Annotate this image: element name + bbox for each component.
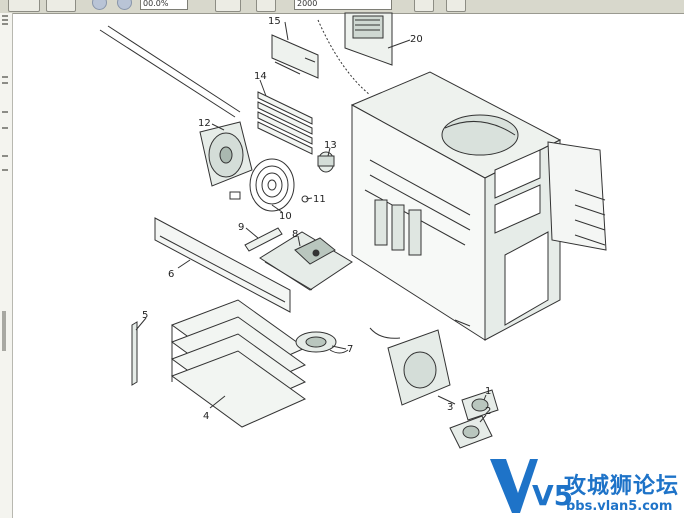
part-2-fan	[449, 415, 493, 449]
page-number-input[interactable]: 2000	[294, 0, 392, 10]
callout-11: 11	[313, 194, 326, 205]
part-4-adapter-cards	[170, 299, 307, 428]
callout-labels: 15 20 14 12 13 11 10 9 8 6 5 7 4 3 1 2	[142, 16, 491, 422]
callout-4: 4	[203, 411, 209, 422]
callout-3: 3	[447, 402, 453, 413]
download-button[interactable]	[256, 0, 276, 12]
part-15-bracket	[271, 34, 319, 79]
part-14-memory-stack	[257, 91, 313, 155]
callout-2: 2	[485, 406, 491, 417]
part-20-board	[344, 12, 393, 66]
drive-cage-door	[547, 141, 607, 251]
callout-9: 9	[238, 222, 244, 233]
callout-10: 10	[279, 211, 292, 222]
callout-5: 5	[142, 310, 148, 321]
callout-20: 20	[410, 34, 423, 45]
callout-12: 12	[198, 118, 211, 129]
toolbar: 00.0% 2000	[0, 0, 684, 14]
callout-14: 14	[254, 71, 267, 82]
part-8-processor-tray	[259, 231, 353, 291]
part-12-fan	[199, 121, 253, 200]
left-sidebar	[0, 13, 13, 518]
print-button[interactable]	[414, 0, 434, 12]
server-chassis	[350, 71, 562, 341]
callout-8: 8	[292, 229, 298, 240]
zoom-in-icon[interactable]	[117, 0, 132, 10]
part-7-fan	[295, 331, 349, 354]
callout-15: 15	[268, 16, 281, 27]
hand-tool-button[interactable]	[8, 0, 40, 12]
watermark: V5 攻城狮论坛 bbs.vlan5.com	[484, 455, 684, 518]
fit-page-button[interactable]	[215, 0, 241, 12]
svg-text:V5: V5	[532, 479, 573, 512]
part-1-fan	[461, 389, 499, 421]
part-13-speaker	[317, 151, 335, 173]
zoom-input[interactable]: 00.0%	[140, 0, 188, 10]
select-tool-button[interactable]	[46, 0, 76, 12]
callout-1: 1	[485, 386, 491, 397]
part-3-fan-cage	[369, 327, 451, 406]
callout-7: 7	[347, 344, 353, 355]
part-6-rail	[154, 217, 291, 313]
callout-6: 6	[168, 269, 174, 280]
copy-button[interactable]	[446, 0, 466, 12]
callout-13: 13	[324, 140, 337, 151]
v5-logo-icon: V5	[490, 459, 573, 513]
zoom-out-icon[interactable]	[92, 0, 107, 10]
exploded-parts-diagram: 15 20 14 12 13 11 10 9 8 6 5 7 4 3 1 2	[99, 12, 607, 449]
watermark-url: bbs.vlan5.com	[566, 499, 673, 514]
watermark-title: 攻城狮论坛	[564, 474, 680, 499]
part-10-grille	[249, 158, 295, 212]
